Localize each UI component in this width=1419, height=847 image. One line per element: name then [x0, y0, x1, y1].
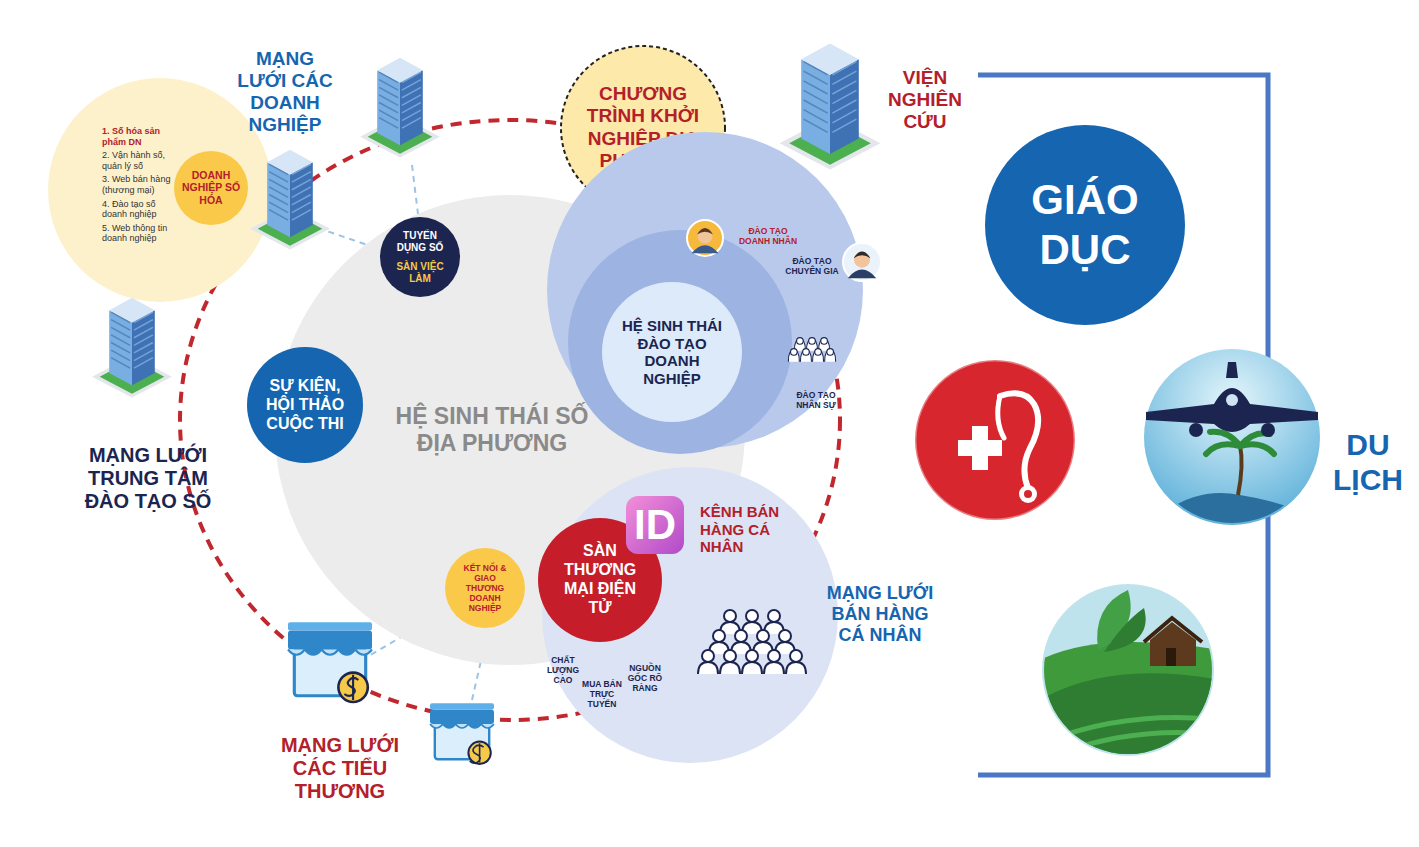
network-label: MẠNG LƯỚI CÁC TIỂU THƯƠNG: [265, 734, 415, 803]
network-label: MẠNG LƯỚI CÁC DOANH NGHIỆP: [230, 48, 340, 135]
node-text: SÀN THƯƠNG MẠI ĐIỆN TỬ: [551, 542, 649, 618]
shop-icon: [288, 622, 372, 702]
node-text: GIÁO DỤC: [997, 175, 1173, 274]
building-icon: [780, 44, 881, 170]
medical-icon: [915, 360, 1075, 520]
person-avatar: [843, 243, 881, 281]
inner-ring: [568, 230, 792, 454]
node-text: 3. Web bán hàng (thương mại): [102, 174, 172, 195]
node-text: SÀN VIỆC LÀM: [389, 261, 451, 285]
circle-shape: [380, 217, 460, 297]
node-text: ĐÀO TẠO DOANH NHÂN: [738, 226, 798, 246]
building-icon: [250, 150, 330, 250]
bracket: [978, 75, 1268, 775]
circle-shape: [445, 548, 525, 628]
institute-label: VIỆN NGHIÊN CỨU: [877, 67, 973, 133]
events-circle: SỰ KIỆN, HỘI THẢO CUỘC THI: [247, 347, 363, 463]
id-icon: [626, 496, 684, 554]
building-icon: [360, 58, 440, 158]
education-circle: GIÁO DỤC: [985, 125, 1185, 325]
section-label: DU LỊCH: [1327, 428, 1409, 497]
node-text: HỆ SINH THÁI SỐ ĐỊA PHƯƠNG: [392, 403, 592, 457]
node-text: MUA BÁN TRỰC TUYẾN: [581, 679, 623, 709]
list-column: 1. Số hóa sản phẩm DN 2. Vận hành số, quả…: [102, 126, 172, 247]
circle-shape: [48, 78, 272, 302]
circle-shape: [985, 125, 1185, 325]
node-text: 1. Số hóa sản phẩm DN: [102, 126, 172, 147]
people-group-icon: [788, 338, 835, 362]
node-text: ĐÀO TẠO CHUYÊN GIA: [781, 256, 843, 276]
node-text: KÊNH BÁN HÀNG CÁ NHÂN: [700, 503, 810, 556]
circle-outline: [380, 217, 460, 297]
people-group-icon: [698, 610, 806, 674]
node-text: KẾT NỐI & GIAO THƯƠNG DOANH NGHIỆP: [454, 563, 516, 613]
circle-shape: [602, 282, 742, 422]
id-icon-text: ID: [626, 501, 684, 549]
circle-shape: [174, 151, 248, 225]
network-label: MẠNG LƯỚI TRUNG TÂM ĐÀO TẠO SỐ: [73, 444, 223, 513]
sales-circle: KÊNH BÁN HÀNG CÁ NHÂNCHẤT LƯỢNG CAOMUA B…: [542, 467, 838, 763]
training-circle: ĐÀO TẠO DOANH NHÂN ĐÀO TẠO CHUYÊN GIA ĐÀO …: [547, 132, 863, 448]
shop-icon: [430, 703, 494, 764]
node-text: 4. Đào tạo số doanh nghiệp: [102, 199, 172, 220]
person-avatar: [687, 220, 723, 256]
agriculture-icon: [1040, 584, 1220, 780]
recruitment-circle: TUYỂN DỤNG SỐ SÀN VIỆC LÀM: [380, 217, 460, 297]
node-text: 2. Vận hành số, quản lý số: [102, 150, 172, 171]
digital-business-circle: DOANH NGHIỆP SỐ HÓA: [174, 151, 248, 225]
node-text: DOANH NGHIỆP SỐ HÓA: [179, 169, 243, 206]
node-text: ĐÀO TẠO NHÂN SỰ: [785, 390, 847, 410]
node-text: TUYỂN DỤNG SỐ: [389, 230, 451, 254]
node-text: HỆ SINH THÁI ĐÀO TẠO DOANH NGHIỆP: [616, 317, 728, 388]
travel-icon: [1144, 349, 1330, 525]
node-text: 5. Web thông tin doanh nghiệp: [102, 223, 172, 244]
training-core-circle: HỆ SINH THÁI ĐÀO TẠO DOANH NGHIỆP: [602, 282, 742, 422]
node-text: MẠNG LƯỚI BÁN HÀNG CÁ NHÂN: [822, 583, 938, 647]
building-icon: [92, 298, 172, 398]
trade-connect-circle: KẾT NỐI & GIAO THƯƠNG DOANH NGHIỆP: [445, 548, 525, 628]
list-circle: 1. Số hóa sản phẩm DN 2. Vận hành số, quả…: [48, 78, 272, 302]
node-text: SỰ KIỆN, HỘI THẢO CUỘC THI: [257, 377, 353, 434]
node-text: CHẤT LƯỢNG CAO: [537, 655, 589, 685]
circle-outline: [985, 125, 1185, 325]
circle-shape: [247, 347, 363, 463]
node-text: NGUỒN GỐC RÕ RÀNG: [619, 663, 671, 693]
